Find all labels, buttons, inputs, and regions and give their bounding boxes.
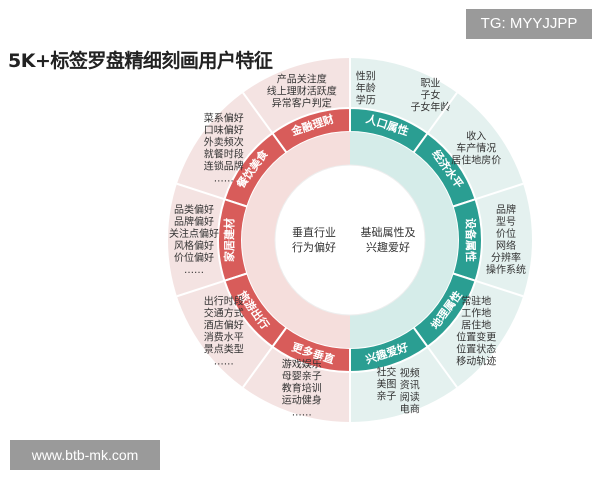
spoke-line bbox=[242, 346, 274, 388]
outer-item: 异常客户判定 bbox=[272, 97, 332, 110]
outer-item: 学历 bbox=[356, 94, 376, 107]
site-watermark-badge: www.btb-mk.com bbox=[10, 440, 160, 470]
outer-item: …… bbox=[214, 173, 234, 184]
outer-item: 职业 bbox=[420, 77, 440, 89]
outer-item: 年龄 bbox=[356, 82, 376, 95]
outer-item: …… bbox=[292, 407, 312, 418]
outer-item: 位置状态 bbox=[456, 343, 496, 356]
spoke-line bbox=[426, 346, 458, 388]
center-disc-left bbox=[275, 165, 350, 315]
outer-item: 美图 bbox=[376, 378, 396, 391]
spoke-line bbox=[176, 182, 225, 201]
outer-item: 游戏娱乐 bbox=[282, 357, 322, 370]
outer-item: 酒店偏好 bbox=[204, 319, 244, 332]
outer-item: 型号 bbox=[496, 215, 516, 228]
outer-item: 子女 bbox=[420, 88, 440, 101]
outer-item: 出行时段 bbox=[204, 295, 244, 308]
outer-item: 口味偏好 bbox=[204, 123, 244, 136]
spoke-line bbox=[242, 92, 274, 134]
outer-item: …… bbox=[214, 357, 234, 368]
outer-item: 就餐时段 bbox=[204, 147, 244, 160]
outer-item: 子女年龄 bbox=[410, 100, 450, 113]
center-disc-outline bbox=[274, 164, 426, 316]
outer-item: 车产情况 bbox=[456, 141, 496, 154]
segment-label: 设备属性 bbox=[464, 218, 478, 262]
center-label: 基础属性及 bbox=[361, 225, 416, 239]
center-label: 垂直行业 bbox=[292, 225, 336, 239]
outer-item: 居住地房价 bbox=[451, 153, 501, 166]
outer-item: 品类偏好 bbox=[174, 203, 214, 216]
outer-item: 资讯 bbox=[400, 379, 420, 391]
outer-item: 风格偏好 bbox=[174, 239, 214, 252]
outer-item: 亲子 bbox=[376, 390, 396, 403]
spoke-line bbox=[475, 182, 524, 201]
outer-item: 连锁品牌 bbox=[204, 159, 244, 172]
outer-item: 外卖频次 bbox=[204, 135, 244, 148]
outer-item: 工作地 bbox=[461, 307, 491, 320]
outer-item: 价位偏好 bbox=[174, 251, 214, 264]
outer-item: 常驻地 bbox=[461, 295, 491, 308]
center-label: 兴趣爱好 bbox=[366, 240, 410, 254]
center-disc-right bbox=[350, 165, 425, 315]
outer-item: 移动轨迹 bbox=[456, 355, 496, 368]
outer-item: 收入 bbox=[466, 129, 486, 142]
outer-item: 母婴亲子 bbox=[282, 369, 322, 382]
outer-item: 线上理财活跃度 bbox=[267, 85, 337, 98]
outer-item: 教育培训 bbox=[282, 381, 322, 394]
page-title: 5K+标签罗盘精细刻画用户特征 bbox=[8, 50, 273, 72]
outer-item: 社交 bbox=[376, 366, 396, 379]
inner-ring-right bbox=[350, 132, 458, 348]
center-label: 行为偏好 bbox=[292, 240, 336, 254]
outer-item: 景点类型 bbox=[204, 343, 244, 356]
outer-item: 性别 bbox=[356, 70, 376, 83]
outer-item: 网络 bbox=[496, 239, 516, 252]
outer-item: 电商 bbox=[400, 402, 420, 415]
outer-item: 关注点偏好 bbox=[169, 227, 219, 240]
outer-item: 品牌偏好 bbox=[174, 215, 214, 228]
outer-item: 位置变更 bbox=[456, 331, 496, 344]
spoke-line bbox=[475, 279, 524, 298]
outer-item: 视频 bbox=[400, 366, 420, 379]
tg-badge: TG: MYYJJPP bbox=[466, 9, 592, 39]
inner-ring-left bbox=[242, 132, 350, 348]
outer-item: …… bbox=[184, 265, 204, 276]
outer-item: 消费水平 bbox=[204, 331, 244, 344]
outer-item: 操作系统 bbox=[486, 263, 526, 276]
outer-item: 价位 bbox=[496, 227, 516, 240]
outer-item: 产品关注度 bbox=[277, 73, 327, 86]
outer-item: 交通方式 bbox=[204, 307, 244, 320]
spoke-line bbox=[426, 92, 458, 134]
outer-item: 品牌 bbox=[496, 203, 516, 216]
outer-item: 菜系偏好 bbox=[204, 111, 244, 124]
outer-item: 分辨率 bbox=[491, 251, 521, 264]
spoke-line bbox=[176, 279, 225, 298]
segment-label: 家居建材 bbox=[222, 218, 236, 262]
outer-item: 阅读 bbox=[400, 390, 420, 403]
outer-item: 居住地 bbox=[461, 319, 491, 332]
outer-item: 运动健身 bbox=[282, 393, 322, 406]
